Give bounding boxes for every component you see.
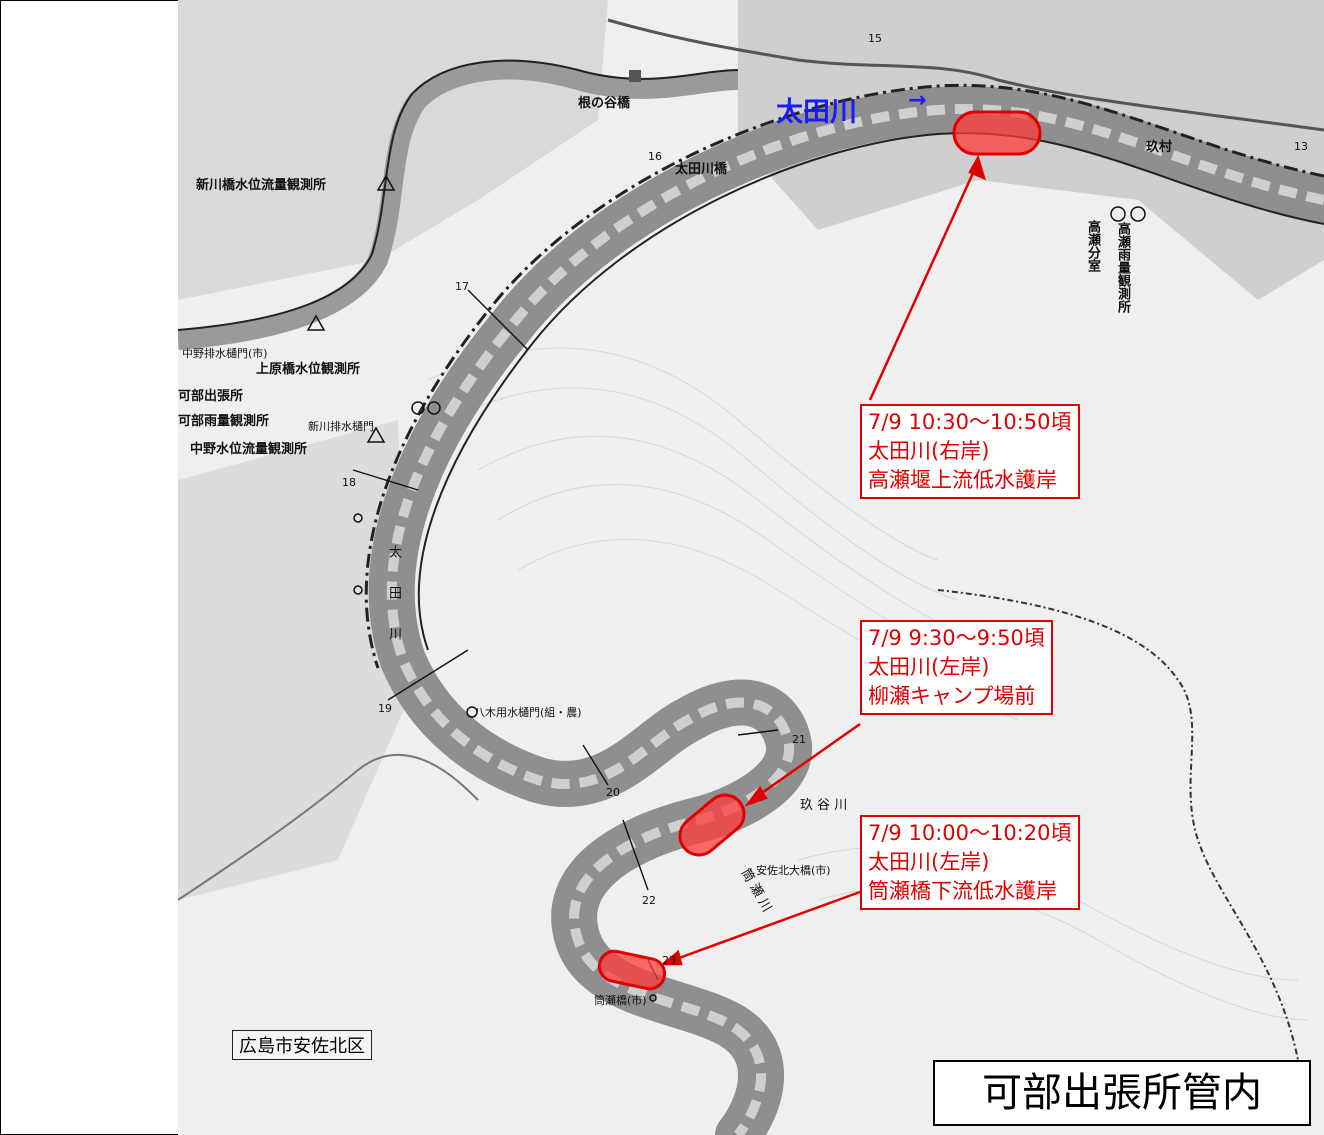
tsutsuse-bridge-label: 筒瀬橋(市) <box>594 994 647 1007</box>
km-marker: 16 <box>648 150 662 163</box>
callout-takase: 7/9 10:30～10:50頃 太田川(右岸) 高瀬堰上流低水護岸 <box>860 404 1080 499</box>
callout-river: 太田川(左岸) <box>868 655 990 679</box>
callout-location: 柳瀬キャンプ場前 <box>868 684 1036 708</box>
road-north <box>607 18 1324 132</box>
callout-river: 太田川(左岸) <box>868 850 990 874</box>
river-sandbar <box>386 104 1324 1135</box>
callout-location: 筒瀬橋下流低水護岸 <box>868 879 1057 903</box>
flow-direction-arrow: → <box>908 88 927 113</box>
callout-yanase: 7/9 9:30～9:50頃 太田川(左岸) 柳瀬キャンプ場前 <box>860 620 1053 715</box>
nakano-gate-label: 中野排水樋門(市) <box>182 347 268 360</box>
tributary-river <box>178 59 739 350</box>
kabe-office-label: 可部出張所 <box>178 389 244 404</box>
callout-time: 7/9 10:30～10:50頃 <box>868 410 1072 434</box>
highlight-takase <box>952 110 1042 156</box>
river-title: 太田川 <box>776 97 857 128</box>
takase-rain-label: 高瀬雨量観測所 <box>1115 222 1130 313</box>
office-jurisdiction-label: 可部出張所管内 <box>933 1060 1311 1126</box>
km-marker: 21 <box>792 733 806 746</box>
callout-tsutsuse: 7/9 10:00～10:20頃 太田川(左岸) 筒瀬橋下流低水護岸 <box>860 815 1080 910</box>
river-map <box>178 0 1324 1135</box>
tributary-bank <box>178 59 739 331</box>
callout-arrows <box>660 154 986 966</box>
callout-time: 7/9 9:30～9:50頃 <box>868 626 1045 650</box>
km-marker: 15 <box>868 32 882 45</box>
km-marker: 13 <box>1294 140 1308 153</box>
shinkawa-station-label: 新川橋水位流量観測所 <box>196 178 327 193</box>
takase-branch-label: 高瀬分室 <box>1085 220 1100 272</box>
road-west <box>178 754 479 901</box>
kamihara-station-label: 上原橋水位観測所 <box>256 362 361 377</box>
kabe-rain-label: 可部雨量観測所 <box>178 414 270 429</box>
callout-time: 7/9 10:00～10:20頃 <box>868 821 1072 845</box>
map-area: 新川橋水位流量観測所 上原橋水位観測所 中野水位流量観測所 可部出張所 可部雨量… <box>178 0 1324 1135</box>
km-marker: 23 <box>662 954 676 967</box>
urban-area-west <box>178 420 408 900</box>
kyuya-river-label: 玖 谷 川 <box>800 798 848 813</box>
right-bank-levee <box>417 132 1324 651</box>
km-marker: 19 <box>378 702 392 715</box>
station-markers <box>306 174 1146 1002</box>
nenotani-marker <box>629 70 641 82</box>
km-marker: 22 <box>642 894 656 907</box>
shinkawa-gate-label: 新川排水樋門 <box>308 420 374 433</box>
km-marker: 18 <box>342 476 356 489</box>
km-marker: 17 <box>455 280 469 293</box>
kuson-label: 玖村 <box>1146 140 1173 155</box>
nenotani-bridge-label: 根の谷橋 <box>578 96 631 111</box>
district-label: 広島市安佐北区 <box>232 1030 372 1060</box>
ota-river-vertical-label: 太田川 <box>386 545 401 668</box>
nakano-station-label: 中野水位流量観測所 <box>190 442 308 457</box>
highlight-tsutsuse <box>597 949 667 991</box>
km-marker: 20 <box>606 786 620 799</box>
callout-location: 高瀬堰上流低水護岸 <box>868 468 1057 492</box>
otagawa-bridge-label: 太田川橋 <box>675 162 728 177</box>
callout-river: 太田川(右岸) <box>868 439 990 463</box>
highlight-yanase <box>678 793 746 857</box>
district-boundary <box>937 589 1299 1061</box>
yasa-bridge-label: 安佐北大橋(市) <box>756 864 831 877</box>
yagi-gate-label: 八木用水樋門(組・農) <box>474 706 582 719</box>
